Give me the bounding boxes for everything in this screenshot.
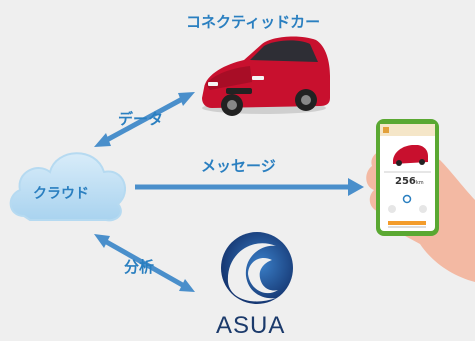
cloud-label: クラウド [33, 186, 89, 202]
message-edge-label: メッセージ [201, 157, 276, 175]
mileage-unit: km [415, 180, 424, 186]
arrow-message [135, 178, 364, 196]
data-edge-label: データ [118, 110, 164, 128]
asua-brand-label: ASUA [216, 312, 286, 339]
mileage-readout: 256km [395, 176, 424, 187]
cloud-icon [9, 152, 127, 222]
connected-car-label: コネクティッドカー [186, 13, 321, 31]
car-icon [202, 36, 330, 116]
smartphone-icon [376, 119, 439, 236]
arrow-analysis [94, 234, 195, 292]
asua-logo-icon [221, 232, 293, 304]
arrow-data [94, 92, 195, 147]
analysis-edge-label: 分析 [124, 258, 155, 276]
mileage-value: 256 [395, 176, 416, 187]
